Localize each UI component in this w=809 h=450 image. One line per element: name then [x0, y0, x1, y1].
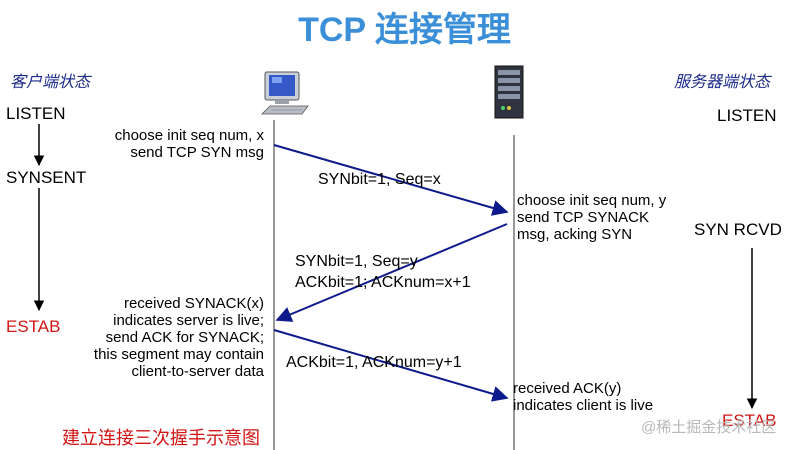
syn-arrow [273, 144, 509, 216]
desktop-computer-icon [261, 71, 309, 115]
client-note-synack-line-4: this segment may contain [93, 346, 264, 363]
ack-arrow [273, 329, 509, 402]
synack-arrow [275, 223, 508, 322]
server-state-estab: ESTAB [722, 411, 777, 430]
server-state-listen: LISTEN [717, 106, 777, 125]
server-note-ack: received ACK(y) indicates client is live [513, 380, 653, 414]
server-role-label: 服务器端状态 [674, 74, 771, 91]
server-tower-icon [494, 65, 524, 119]
server-note-init-line-3: msg, acking SYN [517, 226, 633, 243]
diagram-caption: 建立连接三次握手示意图 [62, 428, 260, 448]
syn-message-label: SYNbit=1, Seq=x [318, 171, 441, 188]
client-state-estab: ESTAB [6, 317, 61, 336]
server-note-init-line-2: send TCP SYNACK [517, 209, 650, 226]
synack-message-line-2: ACKbit=1; ACKnum=x+1 [295, 274, 471, 291]
client-state-synsent: SYNSENT [6, 168, 87, 187]
server-note-ack-line-2: indicates client is live [513, 397, 654, 414]
watermark: @稀土掘金技术社区 [641, 419, 777, 436]
client-note-synack-line-2: indicates server is live; [113, 312, 264, 329]
client-state-listen: LISTEN [6, 104, 66, 123]
server-note-init-line-1: choose init seq num, y [517, 192, 667, 209]
client-note-init-line-1: choose init seq num, x [114, 127, 264, 144]
client-note-init-line-2: send TCP SYN msg [130, 144, 264, 161]
server-state-synrcvd: SYN RCVD [694, 220, 782, 239]
client-note-synack: received SYNACK(x) indicates server is l… [94, 295, 264, 380]
synack-message-line-1: SYNbit=1, Seq=y [295, 253, 418, 270]
client-note-synack-line-1: received SYNACK(x) [123, 295, 264, 312]
client-role-label: 客户端状态 [10, 74, 91, 91]
page-title: TCP 连接管理 [298, 11, 511, 49]
client-note-synack-line-5: client-to-server data [131, 363, 264, 380]
ack-message-label: ACKbit=1, ACKnum=y+1 [286, 354, 462, 371]
server-note-init: choose init seq num, y send TCP SYNACK m… [517, 192, 666, 243]
server-note-ack-line-1: received ACK(y) [513, 380, 622, 397]
client-note-synack-line-3: send ACK for SYNACK; [105, 329, 264, 346]
client-note-init: choose init seq num, x send TCP SYN msg [115, 127, 264, 161]
synack-message-label: SYNbit=1, Seq=y ACKbit=1; ACKnum=x+1 [295, 251, 471, 293]
